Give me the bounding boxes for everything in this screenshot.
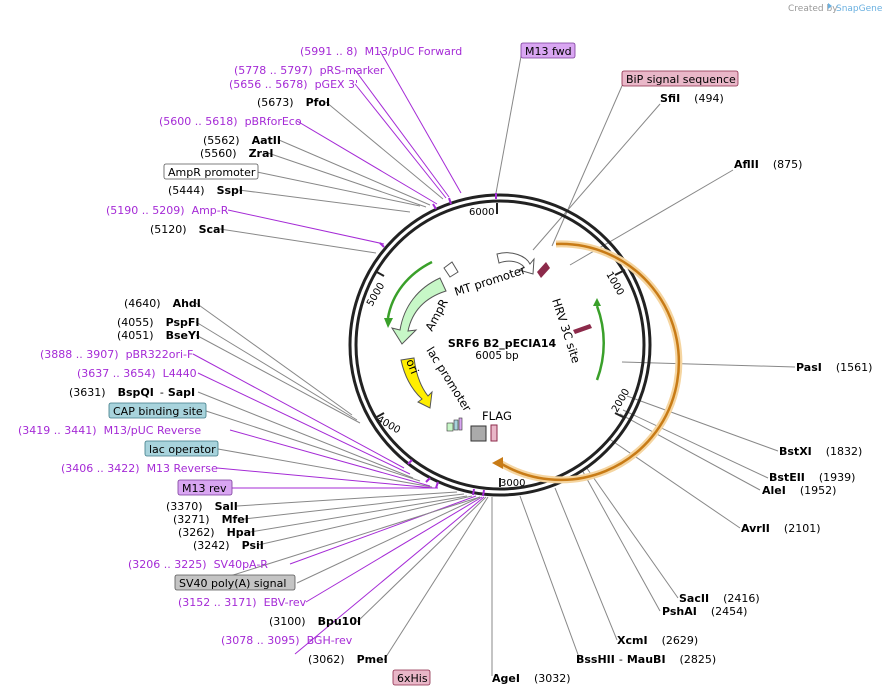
site-hpai[interactable]: (3262)HpaI bbox=[178, 526, 255, 539]
primer-amp-r[interactable]: (5190 .. 5209)Amp-R bbox=[106, 204, 229, 217]
primer-pbrforeco[interactable]: (5600 .. 5618)pBRforEco bbox=[159, 115, 302, 128]
backbone-ticks bbox=[374, 203, 626, 487]
plasmid-name: SRF6 B2_pECIA14 bbox=[448, 337, 557, 350]
ampr-green-arrowhead bbox=[384, 318, 393, 328]
tick-label-3000: 3000 bbox=[500, 478, 525, 489]
site-xcmi[interactable]: XcmI(2629) bbox=[617, 634, 698, 647]
svg-text:SV40 poly(A) signal: SV40 poly(A) signal bbox=[179, 577, 286, 590]
site-agei[interactable]: AgeI(3032) bbox=[492, 672, 571, 685]
plasmid-size: 6005 bp bbox=[475, 350, 519, 362]
tick-1000 bbox=[614, 269, 626, 276]
site-mfei[interactable]: (3271)MfeI bbox=[173, 513, 249, 526]
backbone-inner-ring bbox=[354, 199, 646, 491]
primer-m13-puc-forward[interactable]: (5991 .. 8)M13/pUC Forward bbox=[300, 45, 462, 58]
flag-label: FLAG bbox=[482, 409, 512, 423]
primer-pbr322ori-f[interactable]: (3888 .. 3907)pBR322ori-F bbox=[40, 348, 193, 361]
site-bpu10i[interactable]: (3100)Bpu10I bbox=[269, 615, 361, 628]
feature-box-ampr-promoter[interactable]: AmpR promoter bbox=[163, 163, 259, 180]
site-pasi[interactable]: PasI(1561) bbox=[796, 361, 872, 374]
mt-promoter-arrow bbox=[496, 252, 535, 275]
site-bstxi[interactable]: BstXI(1832) bbox=[779, 445, 862, 458]
tick-4000 bbox=[374, 412, 385, 419]
site-ahdi[interactable]: (4640)AhdI bbox=[124, 297, 201, 310]
feature-box-sv40[interactable]: SV40 poly(A) signal bbox=[174, 574, 296, 591]
backbone-outer-ring bbox=[348, 193, 652, 497]
tick-2000 bbox=[614, 412, 626, 419]
site-pmei[interactable]: (3062)PmeI bbox=[308, 653, 388, 666]
site-pfoi[interactable]: (5673)PfoI bbox=[257, 96, 330, 109]
site-scai[interactable]: (5120)ScaI bbox=[150, 223, 225, 236]
mt-promoter-label: MT promoter bbox=[453, 263, 528, 299]
flag-box bbox=[470, 425, 487, 442]
svg-text:6xHis: 6xHis bbox=[397, 672, 428, 685]
site-aflii[interactable]: AflII(875) bbox=[734, 158, 802, 171]
credit-brand: SnapGene bbox=[836, 4, 883, 14]
feature-box-6xhis[interactable]: 6xHis bbox=[392, 669, 431, 686]
site-alei[interactable]: AleI(1952) bbox=[762, 484, 836, 497]
site-labels-left: (3062)PmeI (3100)Bpu10I (3242)PsiI (3262… bbox=[69, 96, 388, 666]
svg-text:M13 rev: M13 rev bbox=[182, 482, 227, 495]
site-sali[interactable]: (3370)SalI bbox=[166, 500, 238, 513]
lac-promoter-label: lac promoter bbox=[423, 344, 474, 414]
orf-arc-halo bbox=[498, 240, 683, 484]
orf-arrowhead bbox=[492, 457, 503, 469]
site-zrai[interactable]: (5560)ZraI bbox=[200, 147, 274, 160]
tick-5000 bbox=[374, 270, 385, 277]
site-pshai[interactable]: PshAI(2454) bbox=[662, 605, 747, 618]
tick-label-6000: 6000 bbox=[469, 207, 494, 218]
feature-box-cap-binding[interactable]: CAP binding site bbox=[108, 402, 207, 419]
site-pspfi[interactable]: (4055)PspFI bbox=[117, 316, 199, 329]
ampr-green-arc bbox=[386, 260, 433, 319]
primer-labels: (5991 .. 8)M13/pUC Forward (5778 .. 5797… bbox=[18, 45, 462, 647]
orf-arc bbox=[499, 242, 681, 482]
green-feature-arrowhead bbox=[593, 298, 601, 306]
site-bsshii-maubi[interactable]: BssHII-MauBI(2825) bbox=[576, 653, 716, 666]
site-avrii[interactable]: AvrII(2101) bbox=[741, 522, 820, 535]
feature-box-m13-fwd[interactable]: M13 fwd bbox=[520, 42, 576, 59]
ori-arrow bbox=[400, 357, 433, 409]
ampr-label: AmpR bbox=[422, 296, 450, 333]
feature-box-lac-operator[interactable]: lac operator bbox=[144, 440, 219, 457]
primer-m13-reverse[interactable]: (3406 .. 3422)M13 Reverse bbox=[61, 462, 218, 475]
hrv-site-mark bbox=[573, 324, 592, 334]
primer-pgex3[interactable]: (5656 .. 5678)pGEX 3' bbox=[229, 78, 358, 91]
svg-text:BiP signal sequence: BiP signal sequence bbox=[626, 73, 736, 86]
primer-m13-puc-reverse[interactable]: (3419 .. 3441)M13/pUC Reverse bbox=[18, 424, 201, 437]
flag-mark bbox=[490, 424, 498, 442]
svg-text:M13 fwd: M13 fwd bbox=[525, 45, 572, 58]
site-psii[interactable]: (3242)PsiI bbox=[193, 539, 264, 552]
credit-text: Created by bbox=[788, 4, 838, 14]
feature-box-m13-rev[interactable]: M13 rev bbox=[177, 479, 233, 496]
primer-prs-marker[interactable]: (5778 .. 5797)pRS-marker bbox=[234, 64, 385, 77]
site-sacii[interactable]: SacII(2416) bbox=[679, 592, 760, 605]
site-sfii[interactable]: SfiI(494) bbox=[660, 92, 724, 105]
svg-text:AmpR promoter: AmpR promoter bbox=[168, 166, 256, 179]
site-aatii[interactable]: (5562)AatII bbox=[203, 134, 281, 147]
bip-feature-arrow bbox=[537, 262, 550, 278]
site-sspi[interactable]: (5444)SspI bbox=[168, 184, 243, 197]
primer-marks bbox=[379, 193, 497, 497]
tick-label-1000: 1000 bbox=[603, 270, 625, 298]
primer-sv40pa-r[interactable]: (3206 .. 3225)SV40pA-R bbox=[128, 558, 268, 571]
snapgene-credit: Created by SnapGene bbox=[788, 3, 883, 14]
connector-lines bbox=[192, 50, 796, 676]
green-feature-arc bbox=[595, 305, 605, 381]
primer-bgh-rev[interactable]: (3078 .. 3095)BGH-rev bbox=[221, 634, 353, 647]
primer-ebv-rev[interactable]: (3152 .. 3171)EBV-rev bbox=[178, 596, 307, 609]
ori-label: ori bbox=[403, 357, 422, 376]
site-bsteii[interactable]: BstEII(1939) bbox=[769, 471, 855, 484]
snapgene-logo-icon bbox=[828, 3, 832, 9]
site-bspqi-sapi[interactable]: (3631)BspQI-SapI bbox=[69, 386, 195, 399]
lac-region-marks bbox=[446, 417, 463, 432]
site-bseyi[interactable]: (4051)BseYI bbox=[117, 329, 200, 342]
primer-l4440[interactable]: (3637 .. 3654)L4440 bbox=[77, 367, 197, 380]
svg-text:CAP binding site: CAP binding site bbox=[113, 405, 203, 418]
feature-box-bip[interactable]: BiP signal sequence bbox=[621, 70, 739, 87]
ampr-arrow bbox=[390, 277, 447, 345]
ampr-promoter-mark bbox=[443, 261, 459, 278]
site-labels-right: SfiI(494) AflII(875) PasI(1561) BstXI(18… bbox=[492, 92, 872, 685]
svg-text:lac operator: lac operator bbox=[149, 443, 216, 456]
